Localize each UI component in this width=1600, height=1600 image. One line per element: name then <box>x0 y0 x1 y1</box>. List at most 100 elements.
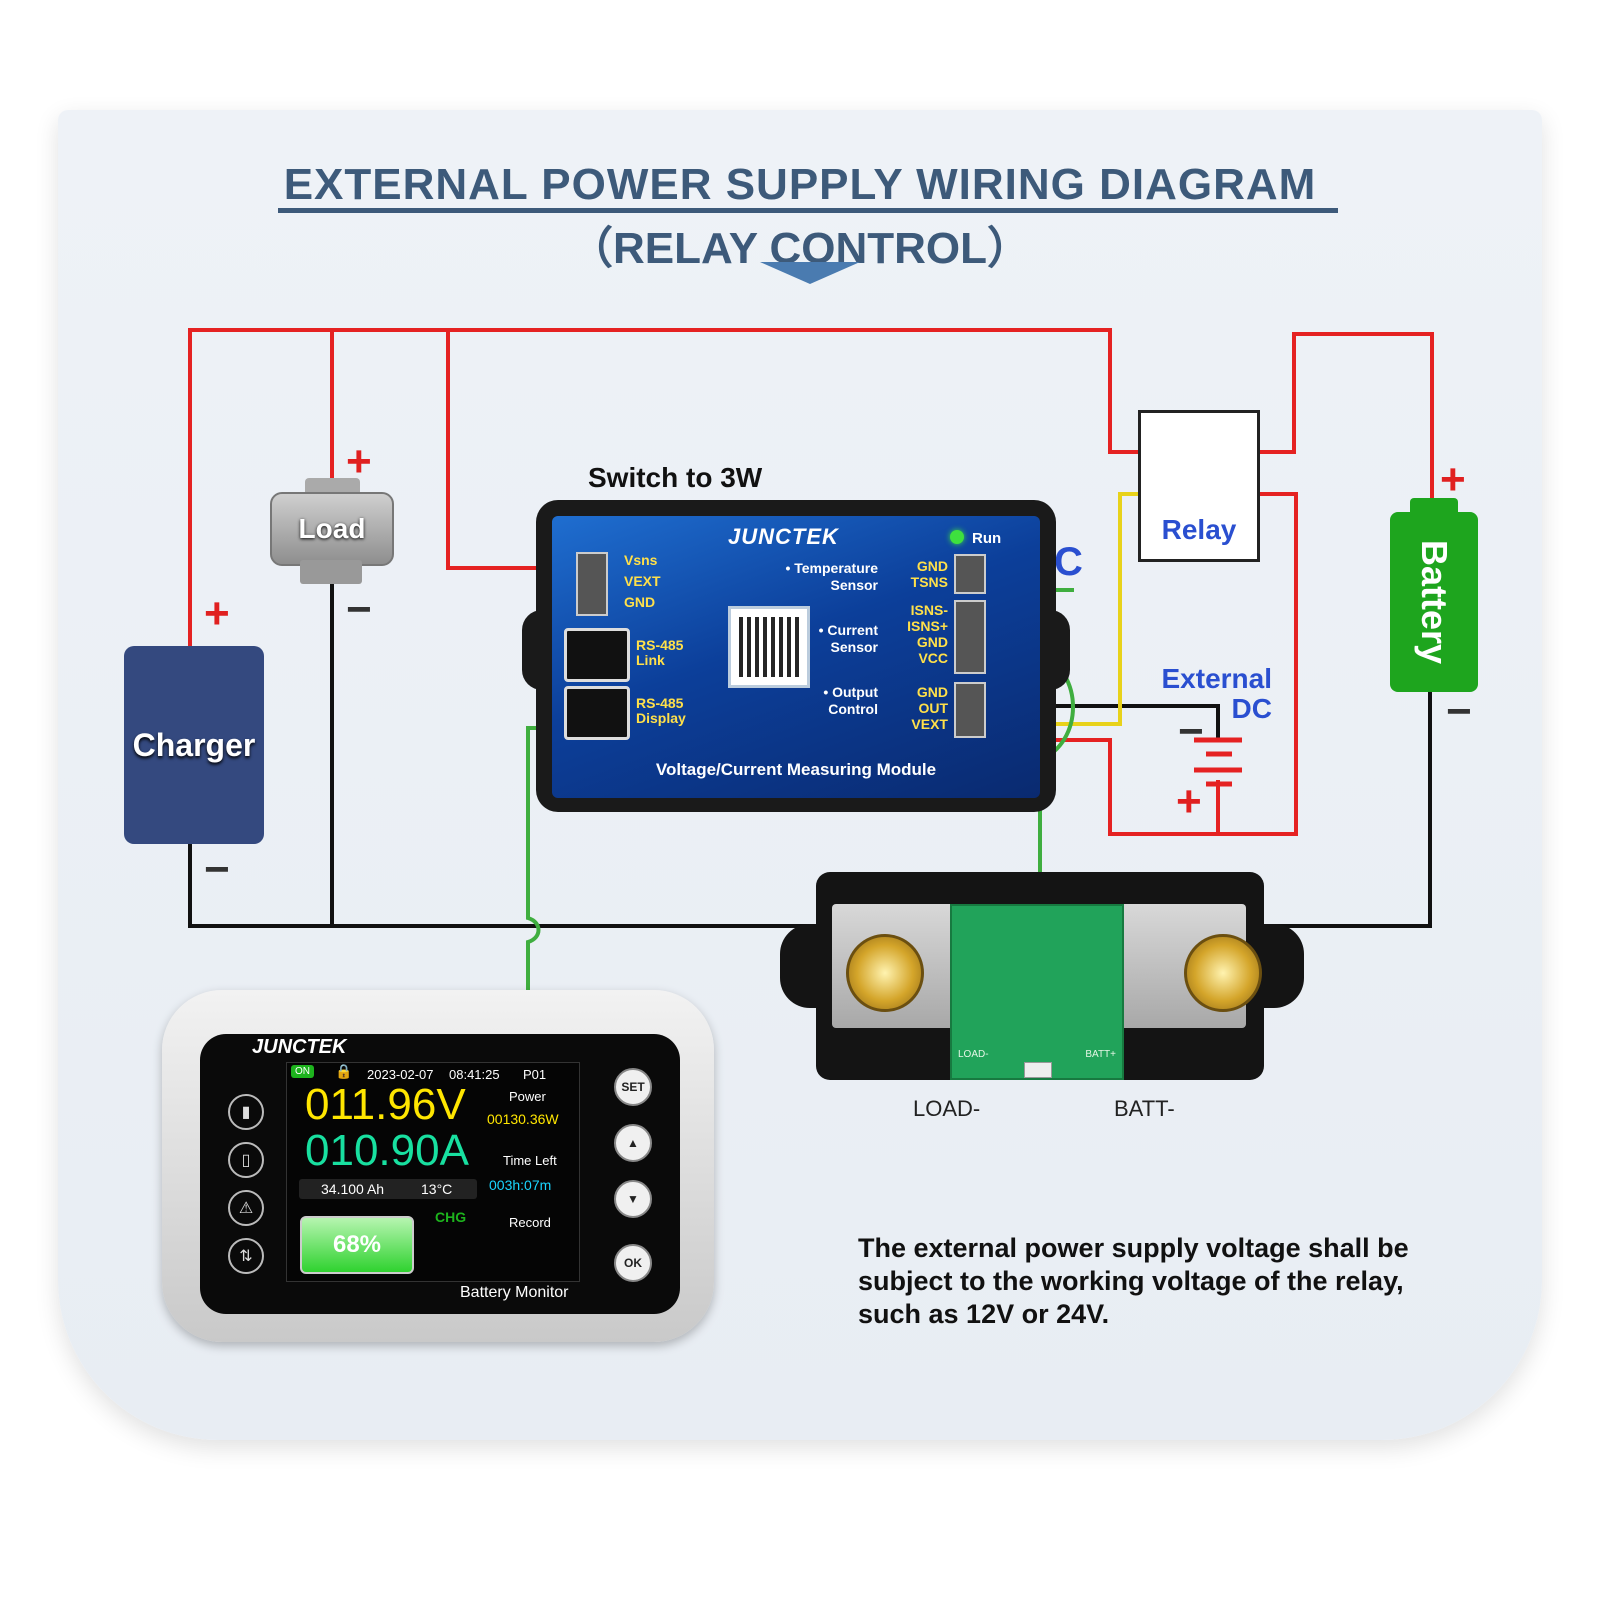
ext-dc-cells <box>1194 737 1242 787</box>
external-dc-plus-sign: + <box>1176 777 1202 826</box>
charger-plus-sign: + <box>204 589 230 638</box>
capacity-strip <box>299 1179 477 1199</box>
current-pin-labels: ISNS- ISNS+ GND VCC <box>890 602 948 666</box>
pin-current-gnd: GND <box>916 634 948 650</box>
power-label: Power <box>509 1089 546 1104</box>
battery-icon[interactable]: ▮ <box>228 1094 264 1130</box>
charger-minus-sign: − <box>204 845 230 894</box>
current-sensor-label: • Current Sensor <box>772 622 878 656</box>
external-dc-minus-sign: − <box>1178 707 1204 756</box>
display-cable <box>526 726 590 1000</box>
pin-temp-gnd: GND <box>916 558 948 574</box>
external-dc-label: External DC <box>1150 663 1273 724</box>
battery-terminal <box>1410 498 1458 514</box>
diagram-title: EXTERNAL POWER SUPPLY WIRING DIAGRAM <box>283 160 1317 209</box>
load-base <box>300 560 362 584</box>
pcb-batt-label: BATT+ <box>1085 1049 1116 1060</box>
rs485-link-port <box>564 628 630 682</box>
run-label: Run <box>972 530 1002 547</box>
sense-connector <box>1024 1062 1052 1078</box>
time-left-label: Time Left <box>503 1153 557 1168</box>
output-control-line1: • Output <box>823 684 878 700</box>
shunt-load-label: LOAD- <box>913 1096 981 1121</box>
relay-box <box>1138 410 1260 562</box>
current-terminal <box>954 600 986 674</box>
charge-state: CHG <box>435 1209 467 1225</box>
external-dc-line2: DC <box>1231 693 1272 724</box>
switch-note: Switch to 3W <box>588 462 763 493</box>
temperature-sensor-line2: Sensor <box>830 577 878 593</box>
chevron-down-icon <box>760 262 860 284</box>
battery-minus-sign: − <box>1446 687 1472 736</box>
rs485-display-port <box>564 686 630 740</box>
pin-vcc: VCC <box>918 650 948 666</box>
module-caption: Voltage/Current Measuring Module <box>655 760 937 779</box>
soc-value: 68% <box>332 1231 382 1258</box>
output-control-line2: Control <box>828 701 878 717</box>
rs485-link-line1: RS-485 <box>636 637 684 653</box>
alarm-icon[interactable]: ⚠ <box>228 1190 264 1226</box>
output-terminal <box>954 682 986 738</box>
power-value: 00130.36W <box>487 1111 559 1127</box>
set-button[interactable]: SET <box>614 1068 652 1106</box>
qr-code <box>728 606 810 688</box>
relay-label: Relay <box>1161 514 1237 545</box>
rs485-display-line2: Display <box>636 710 686 726</box>
module-brand: JUNCTEK <box>728 524 839 549</box>
pin-gnd: GND <box>624 594 656 610</box>
rs485-link-label: RS-485 Link <box>636 638 683 668</box>
rs485-display-label: RS-485 Display <box>636 696 686 726</box>
phone-icon[interactable]: ▯ <box>228 1142 264 1178</box>
output-control-label: • Output Control <box>772 684 878 718</box>
soc-battery-gauge: 68% <box>300 1216 414 1274</box>
external-dc-line1: External <box>1161 663 1273 694</box>
display-temperature: 13°C <box>421 1181 453 1197</box>
transfer-icon[interactable]: ⇅ <box>228 1238 264 1274</box>
shunt-batt-label: BATT- <box>1114 1096 1175 1121</box>
load-plus-sign: + <box>346 437 372 486</box>
rs485-display-line1: RS-485 <box>636 695 684 711</box>
display-time: 08:41:25 <box>449 1067 500 1082</box>
display-profile: P01 <box>523 1067 547 1082</box>
pin-tsns: TSNS <box>910 574 948 590</box>
pin-vsns: Vsns <box>624 552 658 568</box>
load-bolt-icon <box>846 934 924 1012</box>
run-led-icon <box>950 530 964 544</box>
temperature-sensor-label: • Temperature Sensor <box>772 560 878 594</box>
power-terminal <box>576 552 608 616</box>
pin-out: OUT <box>918 700 948 716</box>
battery-block: Battery <box>1390 512 1478 692</box>
time-left-value: 003h:07m <box>489 1177 552 1193</box>
load-block: Load <box>270 492 394 566</box>
temperature-sensor-line1: • Temperature <box>785 560 878 576</box>
down-button[interactable]: ▼ <box>614 1180 652 1218</box>
pin-out-vext: VEXT <box>911 716 948 732</box>
lock-icon: 🔒 <box>335 1063 353 1079</box>
temperature-terminal <box>954 554 986 594</box>
pin-vext: VEXT <box>624 573 661 589</box>
rs485-link-line2: Link <box>636 652 665 668</box>
status-on-badge: ON <box>291 1065 314 1078</box>
current-sensor-line1: • Current <box>818 622 878 638</box>
measuring-module: JUNCTEK Run Vsns VEXT GND RS-485 Link RS… <box>552 516 1040 798</box>
relay-coil-wire <box>990 492 1298 836</box>
charger-label: Charger <box>132 726 256 763</box>
pin-isns-plus: ISNS+ <box>907 618 948 634</box>
pin-isns-minus: ISNS- <box>910 602 948 618</box>
ok-button[interactable]: OK <box>614 1244 652 1282</box>
load-minus-sign: − <box>346 585 372 634</box>
shunt-pcb: LOAD- BATT+ <box>950 904 1124 1080</box>
supply-note: The external power supply voltage shall … <box>858 1233 1409 1329</box>
display-brand: JUNCTEK <box>252 1036 347 1058</box>
display-date: 2023-02-07 <box>367 1067 434 1082</box>
record-label: Record <box>509 1215 551 1230</box>
display-capacity: 34.100 Ah <box>321 1181 385 1197</box>
load-terminal <box>305 478 360 496</box>
output-pin-labels: GND OUT VEXT <box>890 684 948 732</box>
current-sensor-line2: Sensor <box>830 639 878 655</box>
batt-bolt-icon <box>1184 934 1262 1012</box>
display-current: 010.90A <box>305 1126 469 1175</box>
load-label: Load <box>298 513 366 544</box>
up-button[interactable]: ▲ <box>614 1124 652 1162</box>
pin-out-gnd: GND <box>916 684 948 700</box>
